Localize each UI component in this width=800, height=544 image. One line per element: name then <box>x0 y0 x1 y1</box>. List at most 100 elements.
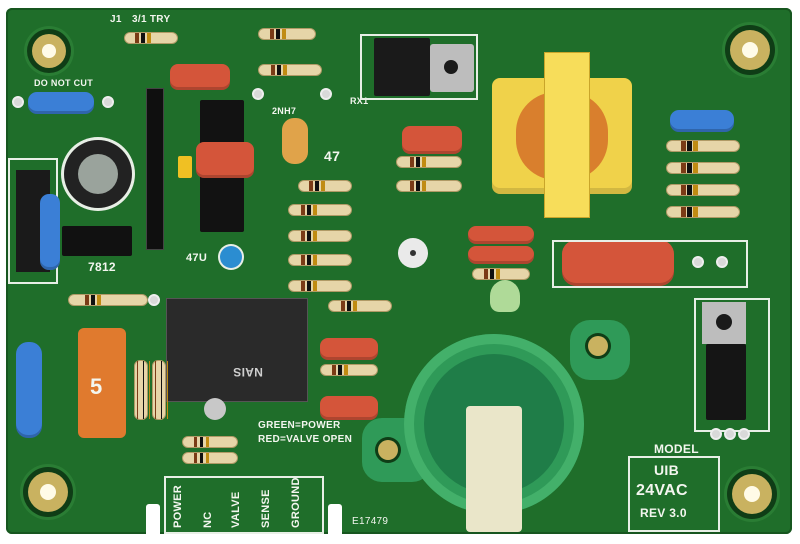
indicator-led <box>398 238 428 268</box>
zener-label: 2NH7 <box>272 106 297 116</box>
resistor-center-4 <box>288 254 352 266</box>
orange-capacitor-right-1 <box>468 226 534 244</box>
green-led <box>490 280 520 312</box>
revision-label: REV 3.0 <box>640 506 687 520</box>
serial-label: E17479 <box>352 516 389 527</box>
pad <box>738 428 750 440</box>
diode-left <box>68 294 148 306</box>
blue-resistor-bottom-left <box>16 342 42 438</box>
igniter-hole-right <box>588 336 608 356</box>
right-heatsink <box>702 302 746 344</box>
terminal-block <box>164 476 324 534</box>
relay-brand: NAIS <box>233 365 263 379</box>
heatsink-tab <box>430 44 474 92</box>
capacitor-47u-label: 47U <box>186 252 208 264</box>
fuse-label: 5 <box>90 374 103 399</box>
pad <box>320 88 332 100</box>
power-transistor <box>374 38 430 96</box>
resistor-right-mid <box>472 268 530 280</box>
diode-bottom <box>182 436 238 448</box>
grey-led <box>204 398 226 420</box>
resistor-right-2 <box>666 162 740 174</box>
pad <box>710 428 722 440</box>
led-center <box>410 250 416 256</box>
resistor-bottom-left-2 <box>152 360 166 420</box>
header-strip <box>146 88 164 250</box>
resistor-relay <box>320 364 378 376</box>
terminal-power: POWER <box>172 484 184 528</box>
pad <box>12 96 24 108</box>
igniter-housing <box>362 320 632 534</box>
voltage-label: 24VAC <box>636 482 688 499</box>
terminal-ground: GROUND <box>290 477 302 528</box>
resistor-right-1 <box>666 140 740 152</box>
relay: NAIS <box>166 298 308 402</box>
mounting-hole-bottom-right <box>732 474 772 514</box>
blue-resistor-vertical <box>40 194 60 270</box>
right-heatsink-hole <box>716 314 732 330</box>
orange-capacitor-mid <box>402 126 462 154</box>
resistor-mid-1 <box>396 156 462 168</box>
j1-label: J1 <box>110 14 122 25</box>
electrolytic-capacitor <box>64 140 132 208</box>
terminal-valve: VALVE <box>230 491 242 528</box>
pad <box>252 88 264 100</box>
model-box <box>628 456 720 532</box>
mounting-hole-top-left <box>32 34 66 68</box>
blue-resistor-right <box>670 110 734 132</box>
igniter-hole-left <box>378 440 398 460</box>
right-transistor <box>706 344 746 420</box>
terminal-tab-left <box>146 504 160 534</box>
rx1-label: RX1 <box>350 96 369 106</box>
resistor-top <box>258 28 316 40</box>
terminal-tab-right <box>328 504 342 534</box>
igniter-tab <box>466 406 522 532</box>
zener-diode <box>282 118 308 164</box>
terminal-nc: NC <box>202 511 214 529</box>
orange-capacitor-relay-1 <box>320 338 378 360</box>
transistor-outline <box>360 34 478 100</box>
try-label: 3/1 TRY <box>132 14 171 25</box>
small-capacitor-47u <box>220 246 242 268</box>
pad <box>716 256 728 268</box>
mounting-hole-bottom-left <box>28 472 68 512</box>
resistor-mid-2 <box>396 180 462 192</box>
green-power-note: GREEN=POWER <box>258 420 341 431</box>
regulator-7812 <box>62 226 132 256</box>
blade-fuse: 5 <box>78 328 126 438</box>
large-orange-capacitor <box>562 240 674 286</box>
resistor-right-3 <box>666 184 740 196</box>
capacitor-47-label: 47 <box>324 148 341 164</box>
do-not-cut-label: DO NOT CUT <box>34 78 93 88</box>
resistor-center-2 <box>288 204 352 216</box>
heatsink-hole <box>444 60 458 74</box>
resistor-center-1 <box>298 180 352 192</box>
resistor-relay-top <box>328 300 392 312</box>
tantalum-capacitor <box>178 156 192 178</box>
terminal-sense: SENSE <box>260 489 272 528</box>
orange-capacitor-ic <box>196 142 254 178</box>
pad <box>148 294 160 306</box>
pad <box>102 96 114 108</box>
orange-capacitor-top <box>170 64 230 90</box>
circuit-board: J1 3/1 TRY DO NOT CUT 7812 2NH7 47 47U R… <box>6 8 792 534</box>
blue-resistor-left-top <box>28 92 94 114</box>
model-name: UIB <box>654 462 680 478</box>
resistor-center-3 <box>288 230 352 242</box>
red-valve-note: RED=VALVE OPEN <box>258 434 353 445</box>
pad <box>724 428 736 440</box>
mounting-hole-top-right <box>730 30 770 70</box>
orange-capacitor-right-2 <box>468 246 534 264</box>
jumper-resistor <box>124 32 178 44</box>
resistor-bottom-left-1 <box>134 360 148 420</box>
model-label: MODEL <box>654 442 699 456</box>
diode-bottom-2 <box>182 452 238 464</box>
resistor-top-2 <box>258 64 322 76</box>
capacitor-top <box>78 154 118 194</box>
resistor-right-4 <box>666 206 740 218</box>
regulator-label: 7812 <box>88 260 116 274</box>
pad <box>692 256 704 268</box>
large-cap-outline <box>552 240 748 288</box>
orange-capacitor-relay-2 <box>320 396 378 420</box>
resistor-center-5 <box>288 280 352 292</box>
